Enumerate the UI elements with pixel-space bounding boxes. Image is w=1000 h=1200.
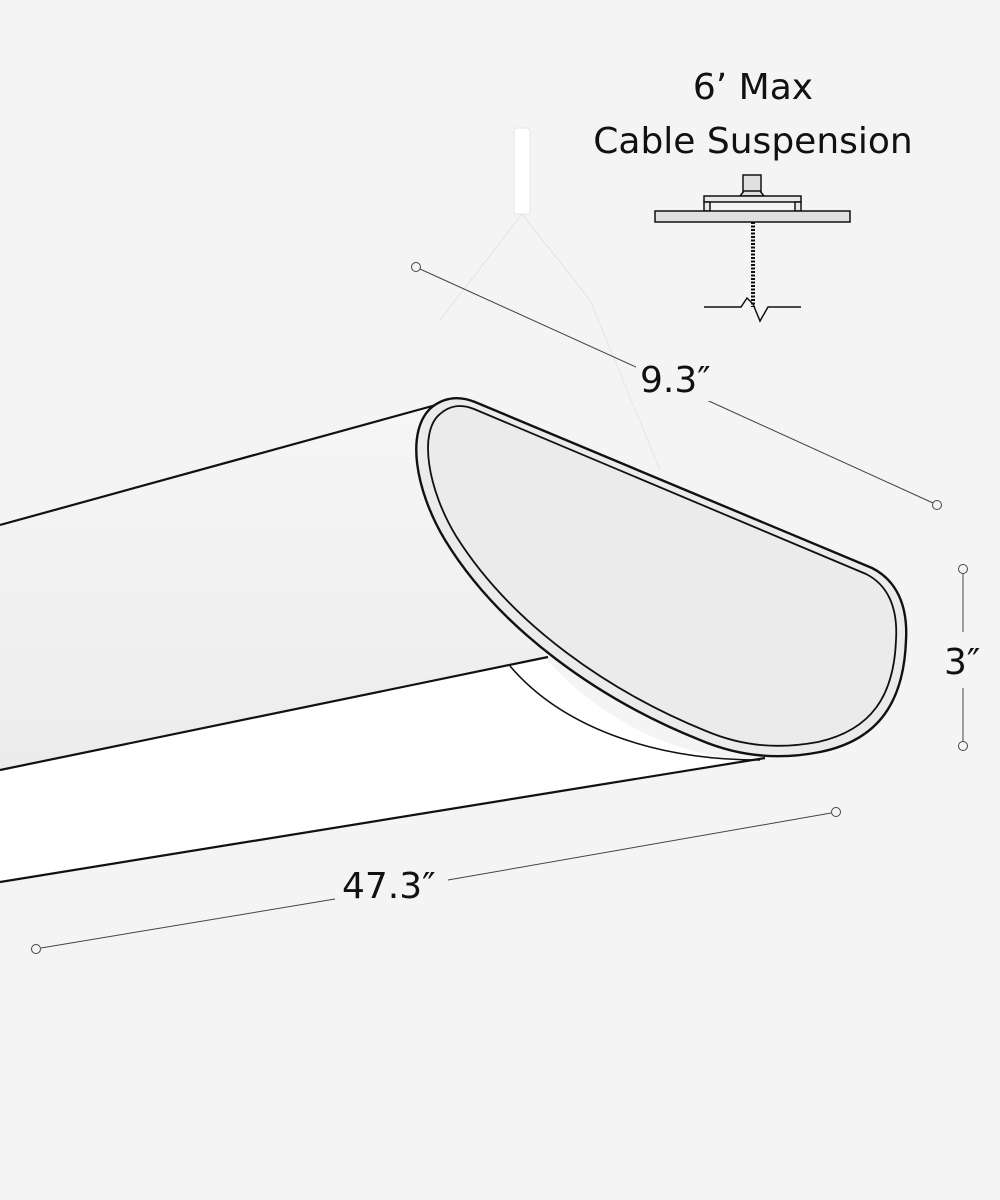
fixture-body <box>0 405 545 770</box>
height-label: 3″ <box>944 642 981 683</box>
depth-label: 9.3″ <box>636 360 715 401</box>
cable-suspension-icon <box>654 174 851 323</box>
title-line-1: 6’ Max <box>692 67 814 108</box>
end-cap <box>415 397 908 758</box>
depth-dimension-line <box>411 262 942 510</box>
fixture-lens <box>0 658 760 882</box>
length-dimension-line <box>31 807 841 954</box>
pendant-canopy <box>439 127 661 471</box>
title-line-2: Cable Suspension <box>593 121 913 162</box>
height-dimension-line <box>958 564 968 751</box>
length-label: 47.3″ <box>342 866 436 907</box>
